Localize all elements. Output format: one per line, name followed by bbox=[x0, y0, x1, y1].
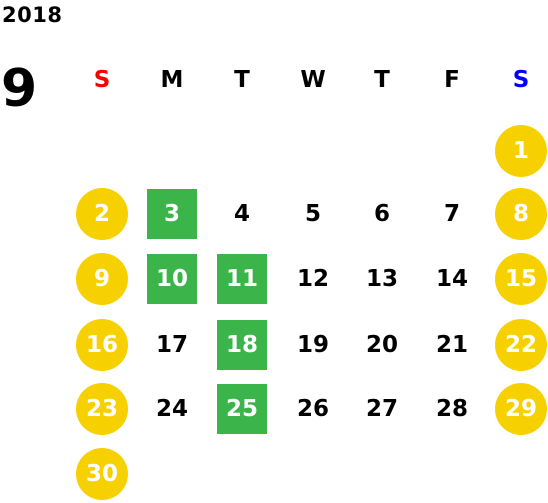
day-cell[interactable]: 8 bbox=[495, 188, 547, 240]
day-cell[interactable]: 11 bbox=[217, 254, 267, 304]
day-cell[interactable]: 10 bbox=[147, 254, 197, 304]
day-cell[interactable]: 16 bbox=[76, 319, 128, 371]
day-cell[interactable]: 4 bbox=[233, 201, 250, 227]
weekday-header-tue: T bbox=[234, 67, 250, 93]
day-cell[interactable]: 2 bbox=[76, 188, 128, 240]
weekday-header-mon: M bbox=[160, 67, 184, 93]
month-number: 9 bbox=[1, 59, 38, 119]
weekday-header-sat: S bbox=[512, 67, 530, 93]
day-cell[interactable]: 14 bbox=[435, 266, 468, 292]
day-cell[interactable]: 18 bbox=[217, 320, 267, 370]
day-cell[interactable]: 27 bbox=[365, 396, 398, 422]
day-cell[interactable]: 9 bbox=[76, 253, 128, 305]
day-cell[interactable]: 22 bbox=[495, 319, 547, 371]
day-cell[interactable]: 26 bbox=[296, 396, 329, 422]
weekday-header-wed: W bbox=[300, 67, 326, 93]
day-cell[interactable]: 5 bbox=[304, 201, 321, 227]
day-cell[interactable]: 7 bbox=[443, 201, 460, 227]
day-cell[interactable]: 12 bbox=[296, 266, 329, 292]
weekday-header-sun: S bbox=[93, 67, 111, 93]
day-cell[interactable]: 17 bbox=[155, 332, 188, 358]
day-cell[interactable]: 25 bbox=[217, 384, 267, 434]
weekday-header-fri: F bbox=[444, 67, 460, 93]
day-cell[interactable]: 19 bbox=[296, 332, 329, 358]
day-cell[interactable]: 28 bbox=[435, 396, 468, 422]
day-cell[interactable]: 29 bbox=[495, 383, 547, 435]
day-cell[interactable]: 3 bbox=[147, 189, 197, 239]
day-cell[interactable]: 30 bbox=[76, 448, 128, 500]
day-cell[interactable]: 15 bbox=[495, 253, 547, 305]
day-cell[interactable]: 21 bbox=[435, 332, 468, 358]
day-cell[interactable]: 23 bbox=[76, 383, 128, 435]
weekday-header-thu: T bbox=[374, 67, 390, 93]
day-cell[interactable]: 13 bbox=[365, 266, 398, 292]
day-cell[interactable]: 6 bbox=[373, 201, 390, 227]
day-cell[interactable]: 20 bbox=[365, 332, 398, 358]
day-cell[interactable]: 1 bbox=[495, 125, 547, 177]
day-cell[interactable]: 24 bbox=[155, 396, 188, 422]
year-label: 2018 bbox=[2, 3, 63, 27]
